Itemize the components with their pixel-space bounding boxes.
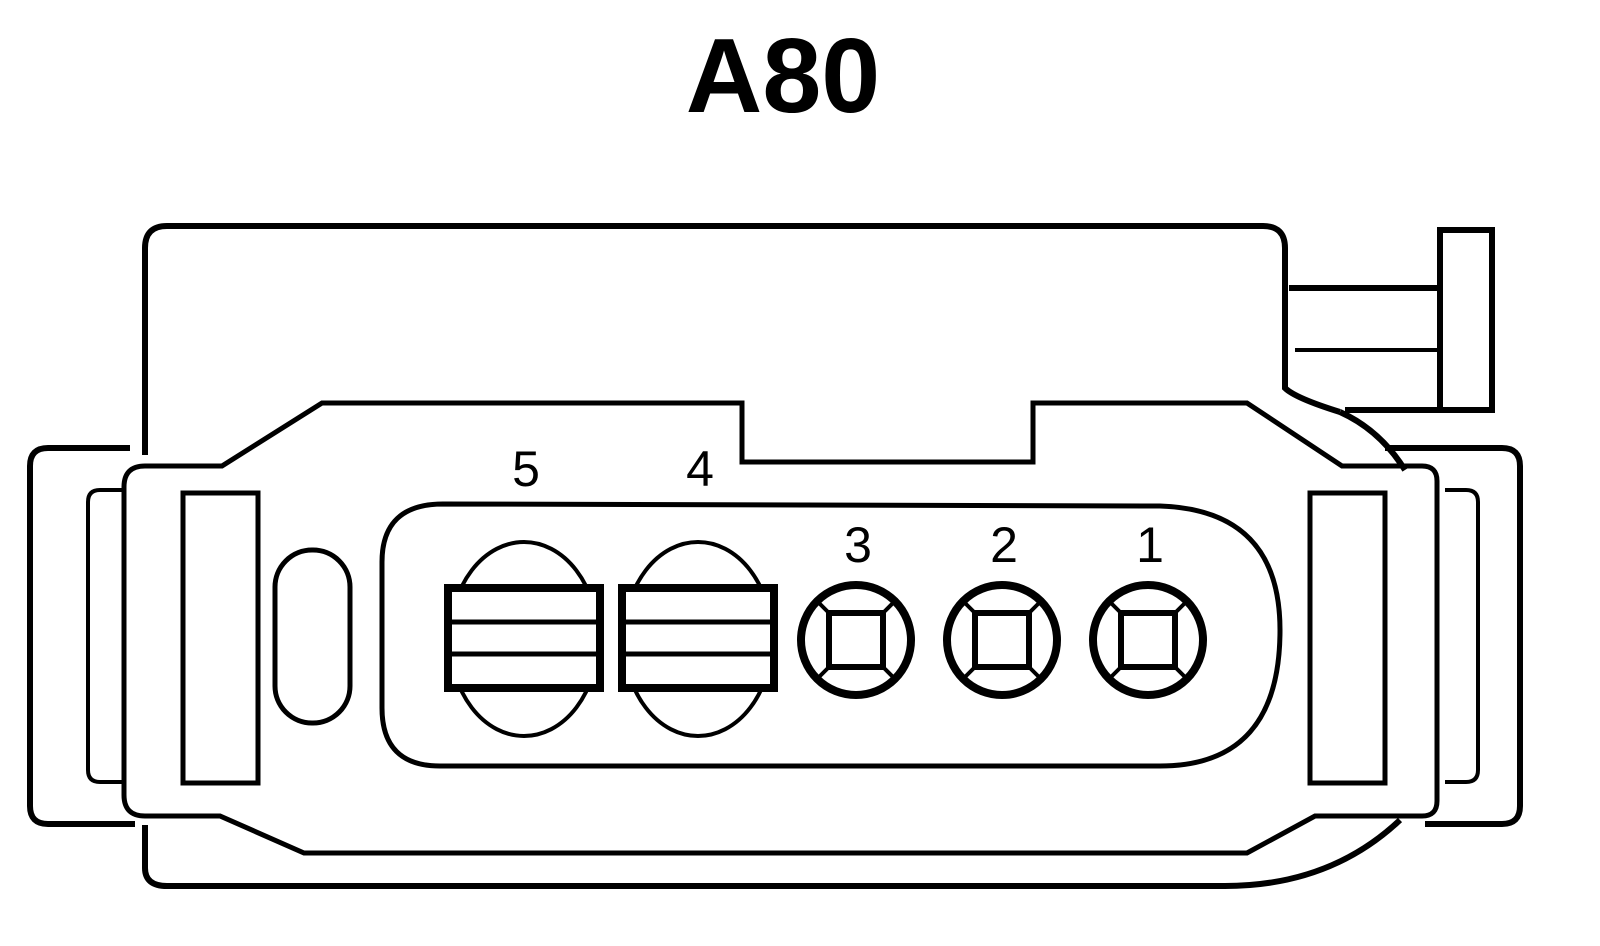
pin-4-terminal [618,540,778,738]
connector-title: A80 [686,17,880,135]
left-lock-slot [180,490,261,786]
pin-5-label: 5 [512,441,540,497]
pin-5-terminal [444,540,604,738]
connector-front-face [121,400,1440,856]
pin-1-terminal [1089,581,1207,699]
right-outer-bracket [1385,445,1523,827]
pin-2-label: 2 [990,517,1018,573]
connector-rear-housing-bottom [142,817,1403,889]
pin-3-terminal [797,581,915,699]
connector-rear-housing-curve [1338,409,1408,472]
pin-1-label: 1 [1136,517,1164,573]
pin-3-label: 3 [844,517,872,573]
pin-4-label: 4 [686,441,714,497]
left-outer-bracket [27,445,135,827]
left-key-oval [272,547,353,726]
latch-tab [1289,227,1495,413]
pin-2-terminal [943,581,1061,699]
right-lock-slot [1307,490,1388,786]
pin-cavity-island [379,501,1283,769]
right-inner-bracket [1445,488,1480,784]
connector-rear-housing [142,223,1341,455]
left-inner-bracket [86,488,125,784]
